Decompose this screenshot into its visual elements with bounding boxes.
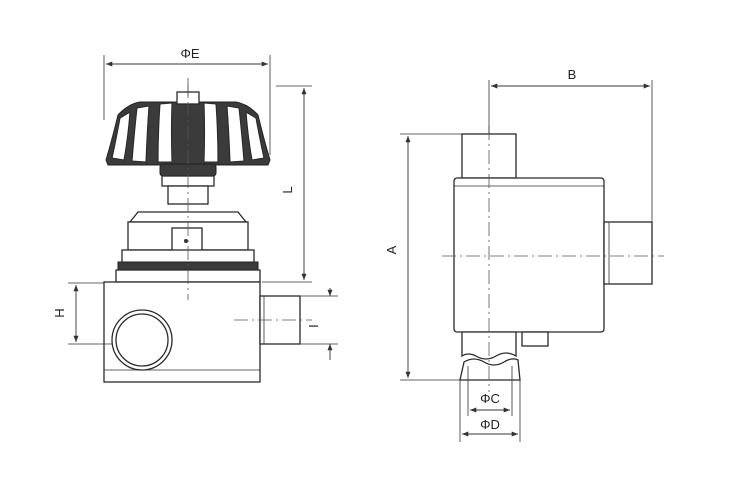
valve-body bbox=[103, 281, 312, 383]
front-view: ΦE L H I bbox=[52, 46, 338, 383]
dimension-i: I bbox=[300, 288, 338, 360]
label-phi-c: ΦC bbox=[480, 391, 500, 406]
dimension-h: H bbox=[52, 282, 112, 345]
label-l: L bbox=[280, 186, 295, 193]
dimension-a: A bbox=[384, 133, 462, 381]
label-h: H bbox=[52, 308, 67, 317]
label-i: I bbox=[306, 324, 321, 328]
dimension-b: B bbox=[488, 67, 653, 222]
side-view: B A ΦC ΦD bbox=[384, 67, 664, 442]
label-b: B bbox=[568, 67, 577, 82]
label-phi-d: ΦD bbox=[480, 417, 500, 432]
dimension-phi-e: ΦE bbox=[103, 46, 271, 155]
dimension-l: L bbox=[262, 85, 312, 283]
dimension-phi-c: ΦC bbox=[467, 380, 513, 416]
dimension-phi-d: ΦD bbox=[459, 380, 521, 442]
label-phi-e: ΦE bbox=[180, 46, 199, 61]
label-a: A bbox=[384, 245, 399, 254]
